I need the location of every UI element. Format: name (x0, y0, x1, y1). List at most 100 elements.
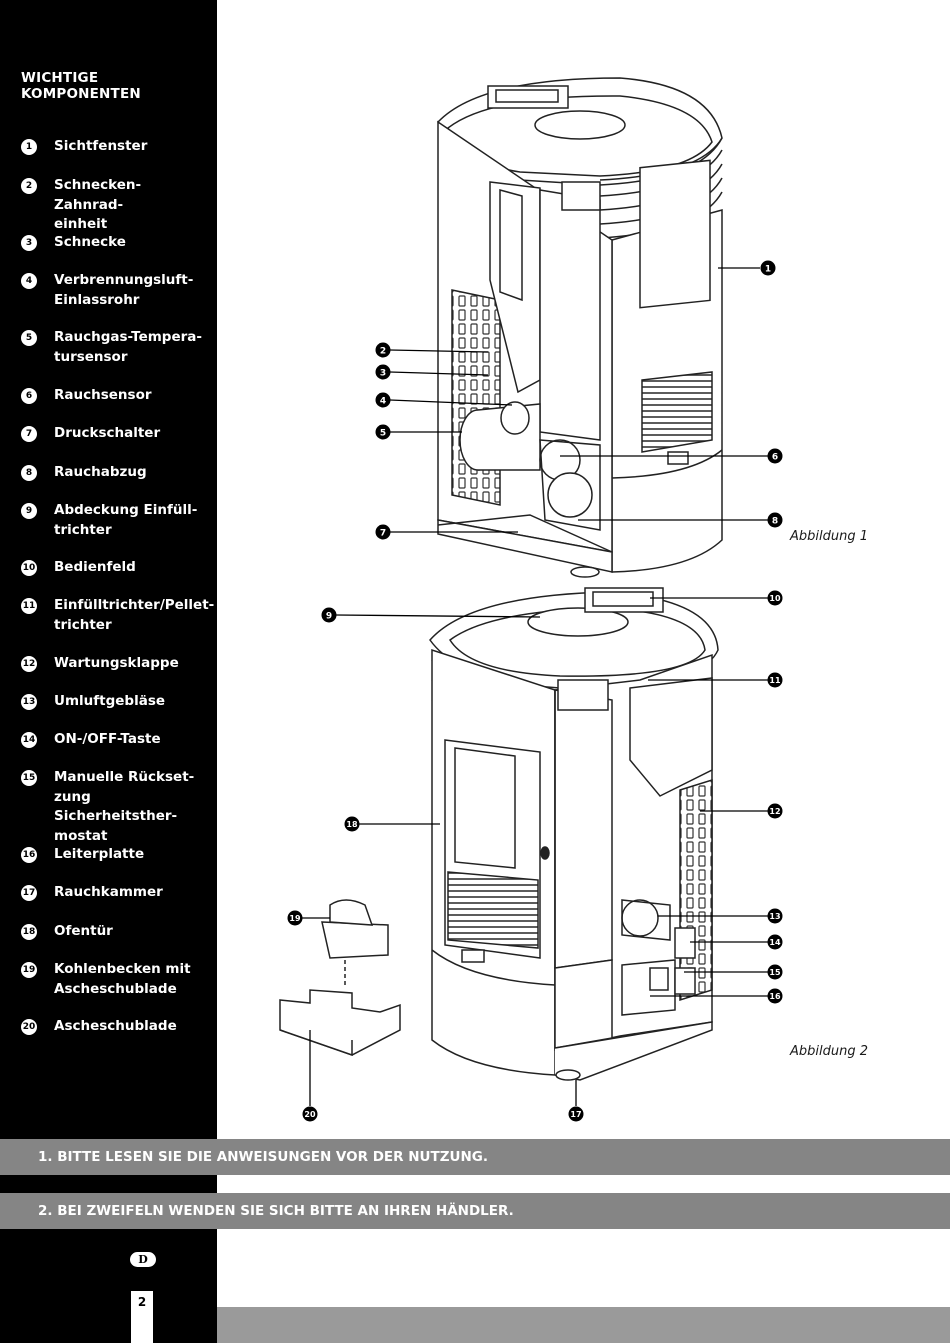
item-label: Bedienfeld (54, 559, 136, 575)
callout-10: 10 (767, 590, 783, 606)
item-number: 19 (21, 962, 37, 978)
callout-18: 18 (344, 816, 360, 832)
callout-19: 19 (287, 910, 303, 926)
list-item: 2 Schnecken-Zahnrad- einheit (21, 177, 204, 235)
svg-text:14: 14 (769, 938, 781, 947)
list-item: 20 Ascheschublade (21, 1018, 204, 1037)
callout-16: 16 (767, 988, 783, 1004)
item-number: 15 (21, 770, 37, 786)
item-label: Wartungsklappe (54, 655, 179, 671)
list-item: 15 Manuelle Rückset- zung Sicherheitsther… (21, 769, 204, 846)
callout-17: 17 (568, 1106, 584, 1122)
item-number: 10 (21, 560, 37, 576)
item-number: 16 (21, 847, 37, 863)
item-number: 6 (21, 388, 37, 404)
callout-9: 9 (321, 607, 337, 623)
callout-8: 8 (767, 512, 783, 528)
item-label: Manuelle Rückset- zung Sicherheitsther- … (54, 769, 195, 844)
callout-15: 15 (767, 964, 783, 980)
list-item: 10 Bedienfeld (21, 559, 204, 578)
callout-2: 2 (375, 342, 391, 358)
callout-3: 3 (375, 364, 391, 380)
list-item: 1 Sichtfenster (21, 138, 204, 157)
item-number: 4 (21, 273, 37, 289)
notice-contact-dealer: 2. BEI ZWEIFELN WENDEN SIE SICH BITTE AN… (0, 1193, 950, 1229)
svg-text:5: 5 (380, 429, 386, 439)
item-label: Einfülltrichter/Pellet- trichter (54, 597, 215, 633)
item-label: Rauchabzug (54, 464, 147, 480)
figure-2-caption: Abbildung 2 (790, 1044, 869, 1059)
svg-text:18: 18 (346, 820, 358, 829)
item-label: Schnecke (54, 234, 126, 250)
item-label: Ascheschublade (54, 1018, 177, 1034)
item-number: 11 (21, 598, 37, 614)
item-number: 18 (21, 924, 37, 940)
callouts: 1 2 3 4 5 6 7 8 9 10 11 12 13 14 15 16 1… (287, 260, 783, 1122)
svg-text:13: 13 (769, 912, 780, 921)
item-label: Sichtfenster (54, 138, 148, 154)
stove-diagram: 1 2 3 4 5 6 7 8 9 10 11 12 13 14 15 16 1… (279, 77, 783, 1122)
item-number: 8 (21, 465, 37, 481)
svg-text:19: 19 (289, 914, 301, 923)
item-number: 1 (21, 139, 37, 155)
svg-text:16: 16 (769, 992, 781, 1001)
svg-text:6: 6 (772, 453, 778, 463)
callout-11: 11 (767, 672, 783, 688)
item-label: Ofentür (54, 923, 113, 939)
item-label: Verbrennungsluft- Einlassrohr (54, 272, 194, 308)
svg-text:15: 15 (769, 968, 781, 977)
list-item: 16 Leiterplatte (21, 846, 204, 865)
item-number: 12 (21, 656, 37, 672)
item-label: ON-/OFF-Taste (54, 731, 161, 747)
svg-text:20: 20 (304, 1110, 316, 1119)
list-item: 12 Wartungsklappe (21, 655, 204, 674)
language-badge: D (130, 1252, 156, 1267)
page-number: 2 (131, 1291, 153, 1343)
list-item: 8 Rauchabzug (21, 464, 204, 483)
callout-5: 5 (375, 424, 391, 440)
svg-text:4: 4 (380, 397, 386, 407)
list-item: 13 Umluftgebläse (21, 693, 204, 712)
callout-1: 1 (760, 260, 776, 276)
item-label: Umluftgebläse (54, 693, 166, 709)
list-item: 4 Verbrennungsluft- Einlassrohr (21, 272, 204, 310)
item-label: Abdeckung Einfüll- trichter (54, 502, 198, 538)
notice-read-instructions: 1. BITTE LESEN SIE DIE ANWEISUNGEN VOR D… (0, 1139, 950, 1175)
list-item: 18 Ofentür (21, 923, 204, 942)
list-item: 11 Einfülltrichter/Pellet- trichter (21, 597, 215, 635)
leader-lines (300, 267, 768, 1106)
svg-text:3: 3 (380, 369, 386, 379)
figure-1-caption: Abbildung 1 (790, 529, 869, 544)
footer-bar (217, 1307, 950, 1343)
sidebar-title: WICHTIGE KOMPONENTEN (21, 70, 141, 102)
callout-14: 14 (767, 934, 783, 950)
item-label: Schnecken-Zahnrad- einheit (54, 177, 142, 232)
item-number: 20 (21, 1019, 37, 1035)
callout-7: 7 (375, 524, 391, 540)
item-number: 13 (21, 694, 37, 710)
item-number: 2 (21, 178, 37, 194)
callout-20: 20 (302, 1106, 318, 1122)
stove-figure-1 (437, 77, 723, 578)
item-label: Rauchsensor (54, 387, 152, 403)
item-number: 17 (21, 885, 37, 901)
item-number: 5 (21, 330, 37, 346)
callout-12: 12 (767, 803, 783, 819)
item-label: Kohlenbecken mit Ascheschublade (54, 961, 191, 997)
list-item: 5 Rauchgas-Tempera- tursensor (21, 329, 204, 367)
item-number: 7 (21, 426, 37, 442)
svg-text:7: 7 (380, 529, 386, 539)
item-label: Rauchgas-Tempera- tursensor (54, 329, 202, 365)
svg-text:2: 2 (380, 347, 386, 357)
callout-4: 4 (375, 392, 391, 408)
svg-text:10: 10 (769, 594, 781, 603)
stove-figure-2 (429, 587, 719, 1081)
item-number: 14 (21, 732, 37, 748)
callout-6: 6 (767, 448, 783, 464)
svg-text:9: 9 (326, 612, 332, 622)
item-label: Leiterplatte (54, 846, 145, 862)
